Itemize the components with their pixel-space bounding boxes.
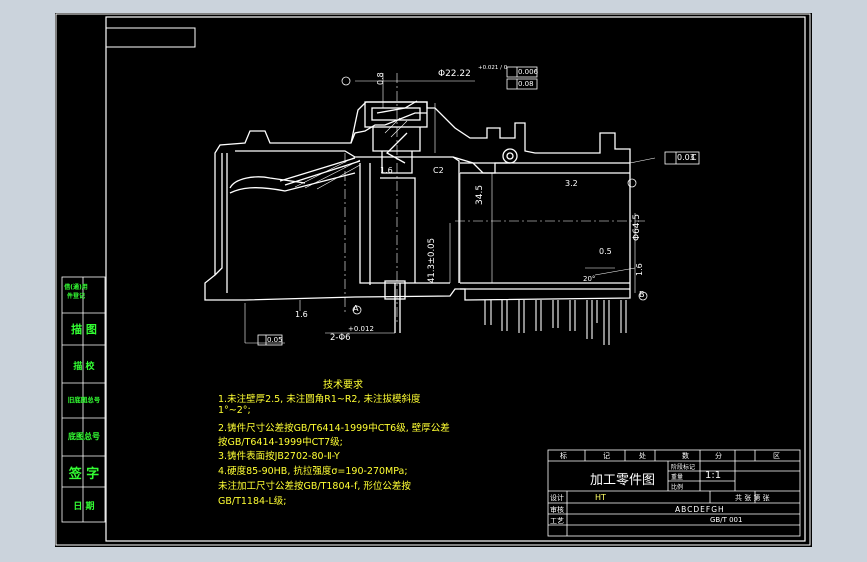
tech-req-line-8: GB/T1184-L级;: [218, 496, 287, 507]
tech-req-line-7: 未注加工尺寸公差按GB/T1804-f, 形位公差按: [218, 481, 411, 492]
side-label-old-number: 旧底图总号: [67, 396, 101, 404]
ref-a: A: [353, 304, 359, 313]
tolerance-frames: [257, 66, 700, 346]
dim-4134: 41.3±0.05: [427, 238, 437, 283]
casting-outline: [204, 100, 631, 333]
dim-holes: 2-Φ6: [330, 333, 351, 343]
tech-req-line-1: 1.未注壁厚2.5, 未注圆角R1~R2, 未注拔模斜度: [218, 394, 421, 405]
tb-label-stage: 阶段标记: [671, 464, 696, 471]
drawing-sheet: 借(通)用件登记 描 图 描 校 旧底图总号 底图总号 签 字 日 期 Φ22.…: [55, 13, 812, 547]
tb-row-design: 设计: [550, 494, 564, 502]
tb-code-1: ABCDEFGH: [675, 505, 725, 514]
dim-top-diameter: Φ22.22: [438, 69, 471, 79]
datum-markers: [341, 76, 648, 315]
side-label-date: 日 期: [73, 502, 95, 512]
tb-header-5: 分: [715, 452, 722, 460]
dim-roughness-08: 0.8: [376, 72, 385, 85]
tol-top-1: 0.006: [518, 68, 539, 76]
tb-label-weight: 重量: [671, 474, 684, 481]
tol-bottom: 0.05: [267, 336, 283, 344]
tb-row-review: 审核: [550, 506, 564, 514]
dim-16-right: 1.6: [635, 263, 644, 276]
tb-material: HT: [595, 493, 606, 502]
side-label-check: 描 校: [73, 362, 95, 372]
side-label-signature: 签 字: [68, 467, 100, 482]
ref-c: C: [691, 153, 697, 162]
dimension-lines: [244, 73, 656, 344]
tb-bottom-label: 共 张 第 张: [735, 494, 770, 502]
title-block-grid: [547, 449, 801, 537]
outer-border: [55, 13, 811, 546]
dim-chamfer-c2: C2: [433, 166, 444, 175]
tech-req-line-2: 1°~2°;: [218, 405, 251, 416]
dim-16-bottom: 1.6: [295, 310, 308, 319]
tech-req-title: 技术要求: [323, 380, 363, 391]
dim-05: 0.5: [599, 247, 612, 256]
tech-req-line-3: 2.铸件尺寸公差按GB/T6414-1999中CT6级, 壁厚公差: [218, 423, 450, 434]
dim-top-diameter-tol: +0.021 / 0: [478, 65, 508, 71]
tb-label-scale: 比例: [671, 484, 684, 491]
tb-code-2: GB/T 001: [710, 516, 743, 524]
section-hatching: [294, 117, 408, 190]
tb-row-process: 工艺: [550, 517, 564, 525]
tb-header-6: 区: [773, 452, 780, 460]
tb-header-4: 数: [682, 452, 689, 460]
part-drawing: [55, 13, 811, 546]
corner-box: [105, 27, 196, 48]
tb-main-title: 加工零件图: [590, 473, 656, 488]
tol-top-2: 0.08: [518, 80, 534, 88]
tb-header-2: 记: [603, 452, 610, 460]
tb-scale: 1:1: [705, 470, 722, 481]
tol-right: 0.03: [677, 153, 695, 162]
tb-header-1: 标: [560, 452, 567, 460]
centerlines: [344, 73, 645, 323]
tech-req-line-4: 按GB/T6414-1999中CT7级;: [218, 437, 343, 448]
side-label-drawing: 描 图: [71, 323, 97, 336]
tech-req-line-5: 3.铸件表面按JB2702-80-Ⅱ-Y: [218, 451, 340, 462]
tb-header-3: 处: [639, 452, 646, 460]
dim-holes-tol: +0.012: [348, 325, 374, 333]
side-column-grid: [61, 276, 106, 523]
side-label-registry: 借(通)用件登记: [64, 284, 88, 300]
tech-req-line-6: 4.硬度85-90HB, 抗拉强度σ=190-270MPa;: [218, 466, 408, 477]
ref-b: B: [639, 290, 645, 299]
dim-345: 34.5: [475, 184, 485, 205]
dim-dia645: Φ64.5: [632, 213, 642, 241]
cooling-fins: [484, 300, 627, 345]
dim-16-top: 1.6: [380, 166, 393, 175]
inner-border: [105, 16, 806, 542]
side-label-base-number: 底图总号: [68, 432, 100, 441]
dim-32: 3.2: [565, 179, 578, 188]
dim-angle-20: 20°: [583, 275, 596, 283]
